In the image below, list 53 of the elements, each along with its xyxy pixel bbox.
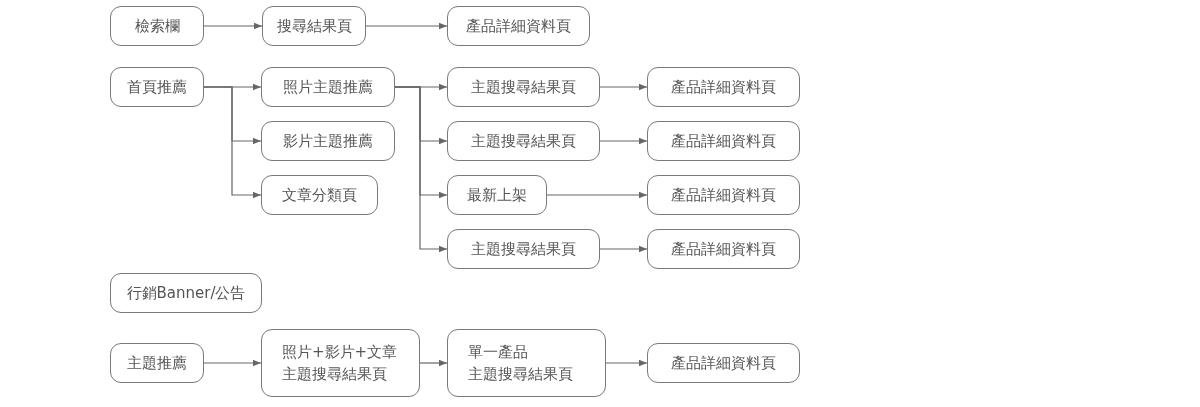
process-box xyxy=(447,121,600,161)
process-box xyxy=(447,67,600,107)
process-box xyxy=(110,6,204,46)
box-label: 主題搜尋結果頁 xyxy=(471,131,576,152)
process-box xyxy=(261,329,420,397)
process-box xyxy=(647,121,800,161)
box-label: 主題搜尋結果頁 xyxy=(471,239,576,260)
box-label: 產品詳細資料頁 xyxy=(671,185,776,206)
box-label: 影片主題推薦 xyxy=(283,131,373,152)
box-label: 搜尋結果頁 xyxy=(276,16,352,37)
box-label: 首頁推薦 xyxy=(127,77,187,98)
process-box xyxy=(447,175,547,215)
box-label: 主題搜尋結果頁 xyxy=(468,364,573,385)
box-label: 主題搜尋結果頁 xyxy=(471,77,576,98)
box-label: 產品詳細資料頁 xyxy=(466,16,571,37)
process-box xyxy=(110,273,262,313)
process-box xyxy=(261,121,395,161)
box-label: 產品詳細資料頁 xyxy=(671,131,776,152)
arrow xyxy=(599,245,648,253)
arrow xyxy=(365,22,448,30)
arrow xyxy=(605,359,648,367)
arrow xyxy=(599,137,648,145)
box-label: 產品詳細資料頁 xyxy=(671,239,776,260)
process-box xyxy=(447,6,590,46)
arrow xyxy=(419,359,448,367)
box-label: 主題搜尋結果頁 xyxy=(282,364,387,385)
process-box xyxy=(261,175,378,215)
box-label: 產品詳細資料頁 xyxy=(671,77,776,98)
process-box xyxy=(647,175,800,215)
process-box xyxy=(447,329,606,397)
box-label: 照片主題推薦 xyxy=(283,77,373,98)
box-label: 文章分類頁 xyxy=(282,185,357,206)
process-box xyxy=(647,229,800,269)
box-label: 最新上架 xyxy=(467,185,527,206)
box-label: 產品詳細資料頁 xyxy=(671,353,776,374)
box-label: 檢索欄 xyxy=(134,16,180,37)
box-label: 照片+影片+文章 xyxy=(282,342,398,363)
process-box xyxy=(110,67,204,107)
process-box xyxy=(110,343,204,383)
process-box xyxy=(262,6,366,46)
process-box xyxy=(447,229,600,269)
arrow xyxy=(203,22,263,30)
box-label: 單一產品 xyxy=(468,342,528,363)
arrow xyxy=(203,359,262,367)
arrow xyxy=(203,86,262,199)
box-label: 行銷Banner/公告 xyxy=(126,283,246,304)
process-box xyxy=(647,343,800,383)
arrow xyxy=(546,191,648,199)
arrow xyxy=(599,83,648,91)
arrow xyxy=(394,86,448,253)
process-box xyxy=(261,67,395,107)
box-label: 主題推薦 xyxy=(127,353,187,374)
process-box xyxy=(647,67,800,107)
